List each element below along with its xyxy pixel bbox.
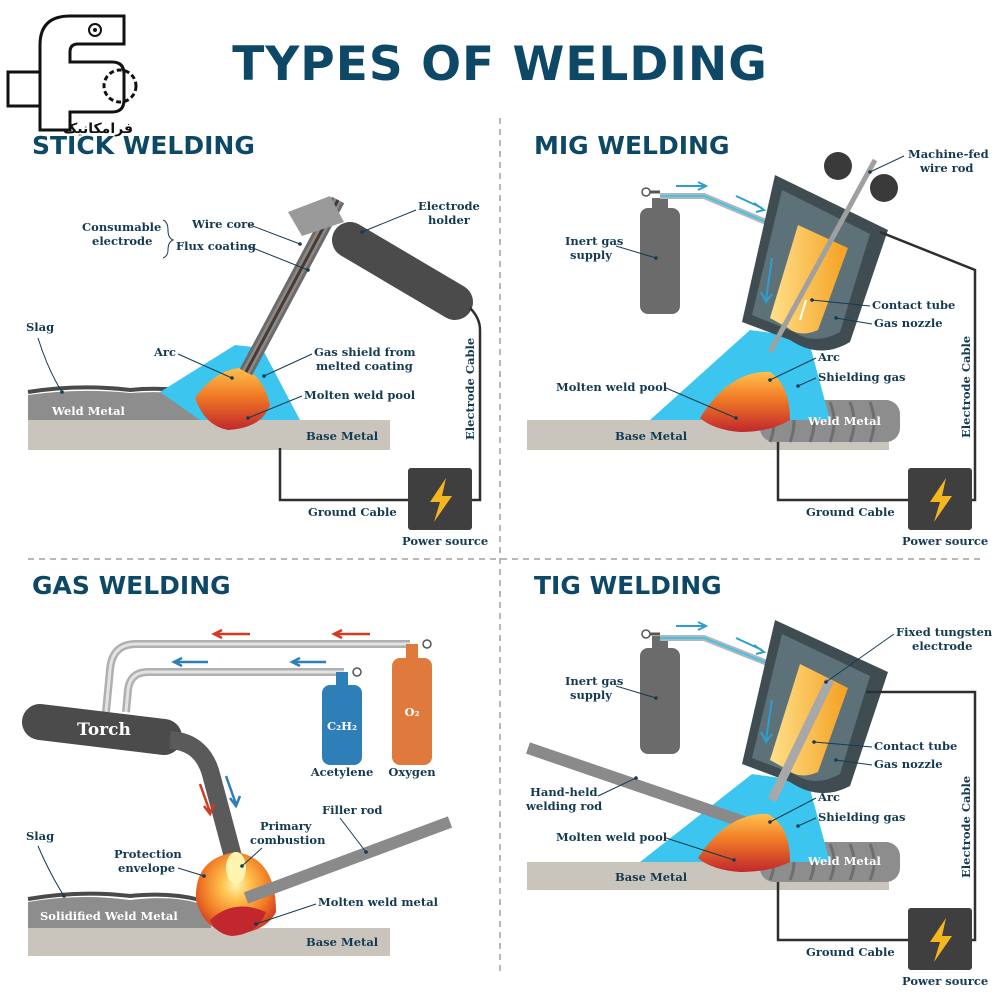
label: Base Metal <box>306 429 379 443</box>
lightning-icon <box>930 478 952 522</box>
stick-weld-metal <box>28 390 215 420</box>
tig-power-source <box>908 908 972 970</box>
label: Electrode Cable <box>959 776 973 878</box>
label: Filler rod <box>322 803 382 817</box>
label: Molten weld pool <box>304 388 416 402</box>
gas-molten-metal <box>210 906 266 936</box>
label: Ground Cable <box>806 505 895 519</box>
torch-label: Torch <box>77 720 131 740</box>
logo-text: فرامکانیک <box>63 121 133 137</box>
label: Electrode <box>418 199 480 213</box>
oxygen-cylinder: O₂ <box>392 639 432 765</box>
label: O₂ <box>404 705 419 719</box>
label: Machine-fed <box>908 147 989 161</box>
label: supply <box>570 688 612 702</box>
label: Gas nozzle <box>874 757 943 771</box>
label: Base Metal <box>615 870 688 884</box>
label: Fixed tungsten <box>896 625 993 639</box>
label: supply <box>570 248 612 262</box>
label: combustion <box>250 833 326 847</box>
label: Inert gas <box>565 674 623 688</box>
lightning-icon <box>430 478 452 522</box>
label: Wire core <box>191 217 255 231</box>
mig-gas-cylinder <box>640 187 680 314</box>
label: Weld Metal <box>51 404 126 418</box>
label: Contact tube <box>874 739 957 753</box>
label: holder <box>428 213 471 227</box>
label: Molten weld pool <box>556 380 668 394</box>
mig-molten-pool <box>700 371 790 432</box>
label: Consumable <box>82 220 161 234</box>
stick-welding-panel: STICK WELDING Consumable electrode Wire … <box>26 131 488 548</box>
stick-electrode-holder <box>332 222 473 320</box>
gas-heading: GAS WELDING <box>32 571 231 600</box>
gas-welding-panel: GAS WELDING C₂H₂ O₂ Acetylene Oxygen <box>22 571 453 956</box>
label: Electrode Cable <box>959 336 973 438</box>
gear-icon <box>102 68 138 104</box>
label: Primary <box>260 819 312 833</box>
label: Base Metal <box>615 429 688 443</box>
stick-heading: STICK WELDING <box>32 131 255 160</box>
label: Power source <box>402 534 488 548</box>
label: Molten weld pool <box>556 830 668 844</box>
label: Slag <box>26 829 54 843</box>
lightning-icon <box>930 918 952 962</box>
mig-welding-panel: MIG WELDING <box>527 131 989 548</box>
tig-gas-cylinder <box>640 629 680 754</box>
label: C₂H₂ <box>327 719 357 733</box>
label: Ground Cable <box>308 505 397 519</box>
label: Slag <box>26 320 54 334</box>
tig-tungsten-electrode <box>767 678 835 802</box>
label: welding rod <box>525 799 602 813</box>
label: Flux coating <box>176 239 256 253</box>
label: Solidified Weld Metal <box>40 909 178 923</box>
page-title: TYPES OF WELDING <box>232 37 768 92</box>
label: Gas nozzle <box>874 316 943 330</box>
label: Protection <box>114 847 182 861</box>
label: Power source <box>902 974 988 988</box>
stick-base-metal <box>28 420 390 450</box>
label: electrode <box>912 639 972 653</box>
tig-molten-pool <box>698 813 790 872</box>
label: Molten weld metal <box>318 895 439 909</box>
mig-heading: MIG WELDING <box>534 131 729 160</box>
gas-torch: Torch <box>22 704 245 871</box>
label: Contact tube <box>872 298 955 312</box>
label: Gas shield from <box>314 345 416 359</box>
label: melted coating <box>316 359 413 373</box>
label: Shielding gas <box>818 370 906 384</box>
label: Arc <box>817 350 840 364</box>
label: Arc <box>817 790 840 804</box>
label: Power source <box>902 534 988 548</box>
tig-welding-panel: TIG WELDING <box>525 571 993 988</box>
label: Ground Cable <box>806 945 895 959</box>
stick-molten-pool <box>195 368 270 430</box>
label: Weld Metal <box>807 414 882 428</box>
label: Arc <box>153 345 176 359</box>
label: wire rod <box>919 161 973 175</box>
label: Weld Metal <box>807 854 882 868</box>
label: Electrode Cable <box>463 338 477 440</box>
label: electrode <box>92 234 152 248</box>
label: Hand-held <box>530 785 598 799</box>
mig-power-source <box>908 468 972 530</box>
tig-welding-rod <box>526 742 746 828</box>
label: Oxygen <box>388 765 436 779</box>
gas-filler-rod <box>243 816 453 904</box>
label: Inert gas <box>565 234 623 248</box>
logo: فرامکانیک <box>6 14 138 137</box>
label: Base Metal <box>306 935 379 949</box>
label: Shielding gas <box>818 810 906 824</box>
acetylene-cylinder: C₂H₂ <box>322 667 362 765</box>
label: envelope <box>118 861 175 875</box>
tig-heading: TIG WELDING <box>534 571 722 600</box>
label: Acetylene <box>310 765 374 779</box>
stick-power-source <box>408 468 472 530</box>
